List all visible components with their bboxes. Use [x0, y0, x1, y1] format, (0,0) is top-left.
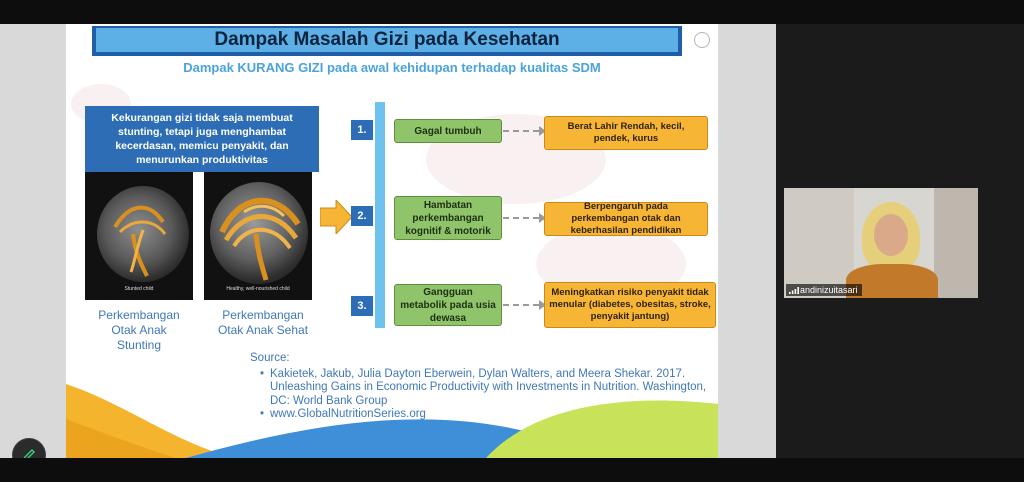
screen-share-area: Dampak Masalah Gizi pada Kesehatan Dampa… [0, 24, 776, 472]
chevron-arrow-icon [320, 200, 352, 234]
brain-image-healthy: Healthy, well-nourished child [204, 172, 312, 300]
image-label: Healthy, well-nourished child [226, 286, 290, 292]
effect-box: Berat Lahir Rendah, kecil, pendek, kurus [544, 116, 708, 150]
intro-box: Kekurangan gizi tidak saja membuat stunt… [85, 106, 319, 172]
decorative-waves [66, 384, 718, 458]
item-number: 2. [351, 206, 373, 226]
source-item: Kakietek, Jakub, Julia Dayton Eberwein, … [260, 368, 718, 409]
dashed-connector [503, 217, 539, 219]
slide-subtitle: Dampak KURANG GIZI pada awal kehidupan t… [183, 60, 601, 75]
image-label: Stunted child [124, 286, 154, 292]
brain-image-stunted: Stunted child [85, 172, 193, 300]
cause-box: Hambatan perkembangan kognitif & motorik [394, 196, 502, 240]
slide-circle-icon [694, 32, 710, 48]
effect-box: Berpengaruh pada perkembangan otak dan k… [544, 201, 708, 236]
caption-stunted: Perkembangan Otak Anak Stunting [98, 308, 180, 352]
intro-text: Kekurangan gizi tidak saja membuat stunt… [111, 112, 293, 166]
fiber-tracts-graphic [219, 197, 301, 281]
timeline-bar [375, 102, 385, 328]
caption-healthy: Perkembangan Otak Anak Sehat [217, 308, 309, 337]
cause-box: Gagal tumbuh [394, 119, 502, 143]
source-item: www.GlobalNutritionSeries.org [260, 408, 718, 422]
top-bar [0, 0, 1024, 24]
dashed-connector [503, 130, 539, 132]
source-citation: Source: Kakietek, Jakub, Julia Dayton Eb… [250, 352, 718, 422]
slide-title-bar: Dampak Masalah Gizi pada Kesehatan [92, 26, 682, 56]
participant-name: andinizuitasari [786, 284, 862, 296]
fiber-tracts-graphic [113, 205, 167, 277]
item-number: 1. [351, 120, 373, 140]
bottom-bar [0, 458, 1024, 482]
participant-video[interactable]: andinizuitasari [784, 188, 978, 298]
dashed-connector [503, 304, 539, 306]
item-number: 3. [351, 296, 373, 316]
slide-title: Dampak Masalah Gizi pada Kesehatan [214, 29, 560, 50]
effect-box: Meningkatkan risiko penyakit tidak menul… [544, 282, 716, 328]
cause-box: Gangguan metabolik pada usia dewasa [394, 284, 502, 326]
presentation-slide: Dampak Masalah Gizi pada Kesehatan Dampa… [66, 24, 718, 458]
signal-bars-icon [789, 287, 799, 294]
